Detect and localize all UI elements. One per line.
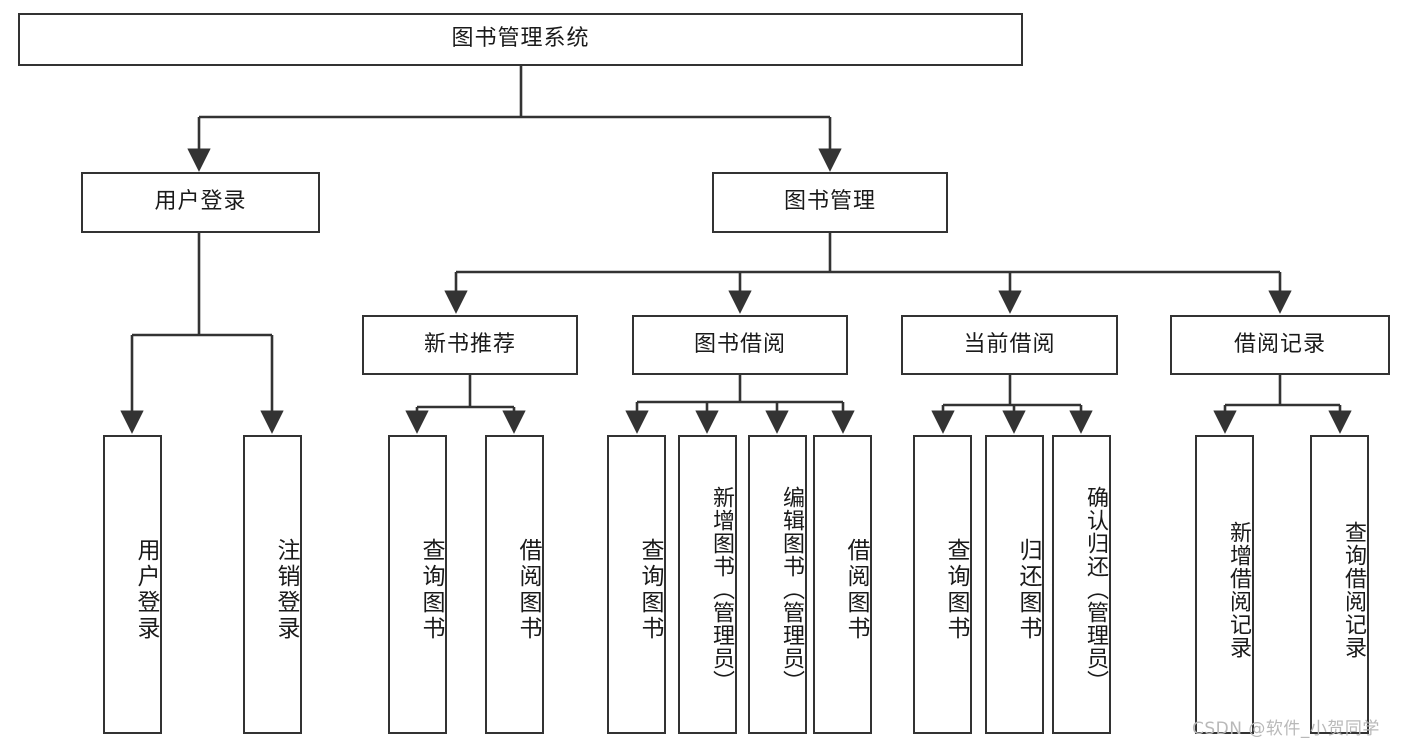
node-leaf-query-record[interactable]: 查询借阅记录 [1310, 435, 1369, 734]
node-new-book-recommend[interactable]: 新书推荐 [362, 315, 578, 375]
node-root[interactable]: 图书管理系统 [18, 13, 1023, 66]
node-leaf-add-record[interactable]: 新增借阅记录 [1195, 435, 1254, 734]
node-leaf-confirm-return[interactable]: 确认归还（管理员） [1052, 435, 1111, 734]
node-leaf-edit-book[interactable]: 编辑图书（管理员） [748, 435, 807, 734]
csdn-watermark: CSDN @软件_小贺同学 [1192, 719, 1380, 739]
node-book-borrow[interactable]: 图书借阅 [632, 315, 848, 375]
node-leaf-query-book-2[interactable]: 查询图书 [607, 435, 666, 734]
node-leaf-logout[interactable]: 注销登录 [243, 435, 302, 734]
node-leaf-add-book[interactable]: 新增图书（管理员） [678, 435, 737, 734]
node-leaf-query-book-3[interactable]: 查询图书 [913, 435, 972, 734]
node-book-manage[interactable]: 图书管理 [712, 172, 948, 233]
node-leaf-return-book[interactable]: 归还图书 [985, 435, 1044, 734]
node-leaf-user-login[interactable]: 用户登录 [103, 435, 162, 734]
node-leaf-borrow-book-1[interactable]: 借阅图书 [485, 435, 544, 734]
node-current-borrow[interactable]: 当前借阅 [901, 315, 1118, 375]
node-leaf-borrow-book-2[interactable]: 借阅图书 [813, 435, 872, 734]
node-borrow-record[interactable]: 借阅记录 [1170, 315, 1390, 375]
node-leaf-query-book-1[interactable]: 查询图书 [388, 435, 447, 734]
node-user-login[interactable]: 用户登录 [81, 172, 320, 233]
